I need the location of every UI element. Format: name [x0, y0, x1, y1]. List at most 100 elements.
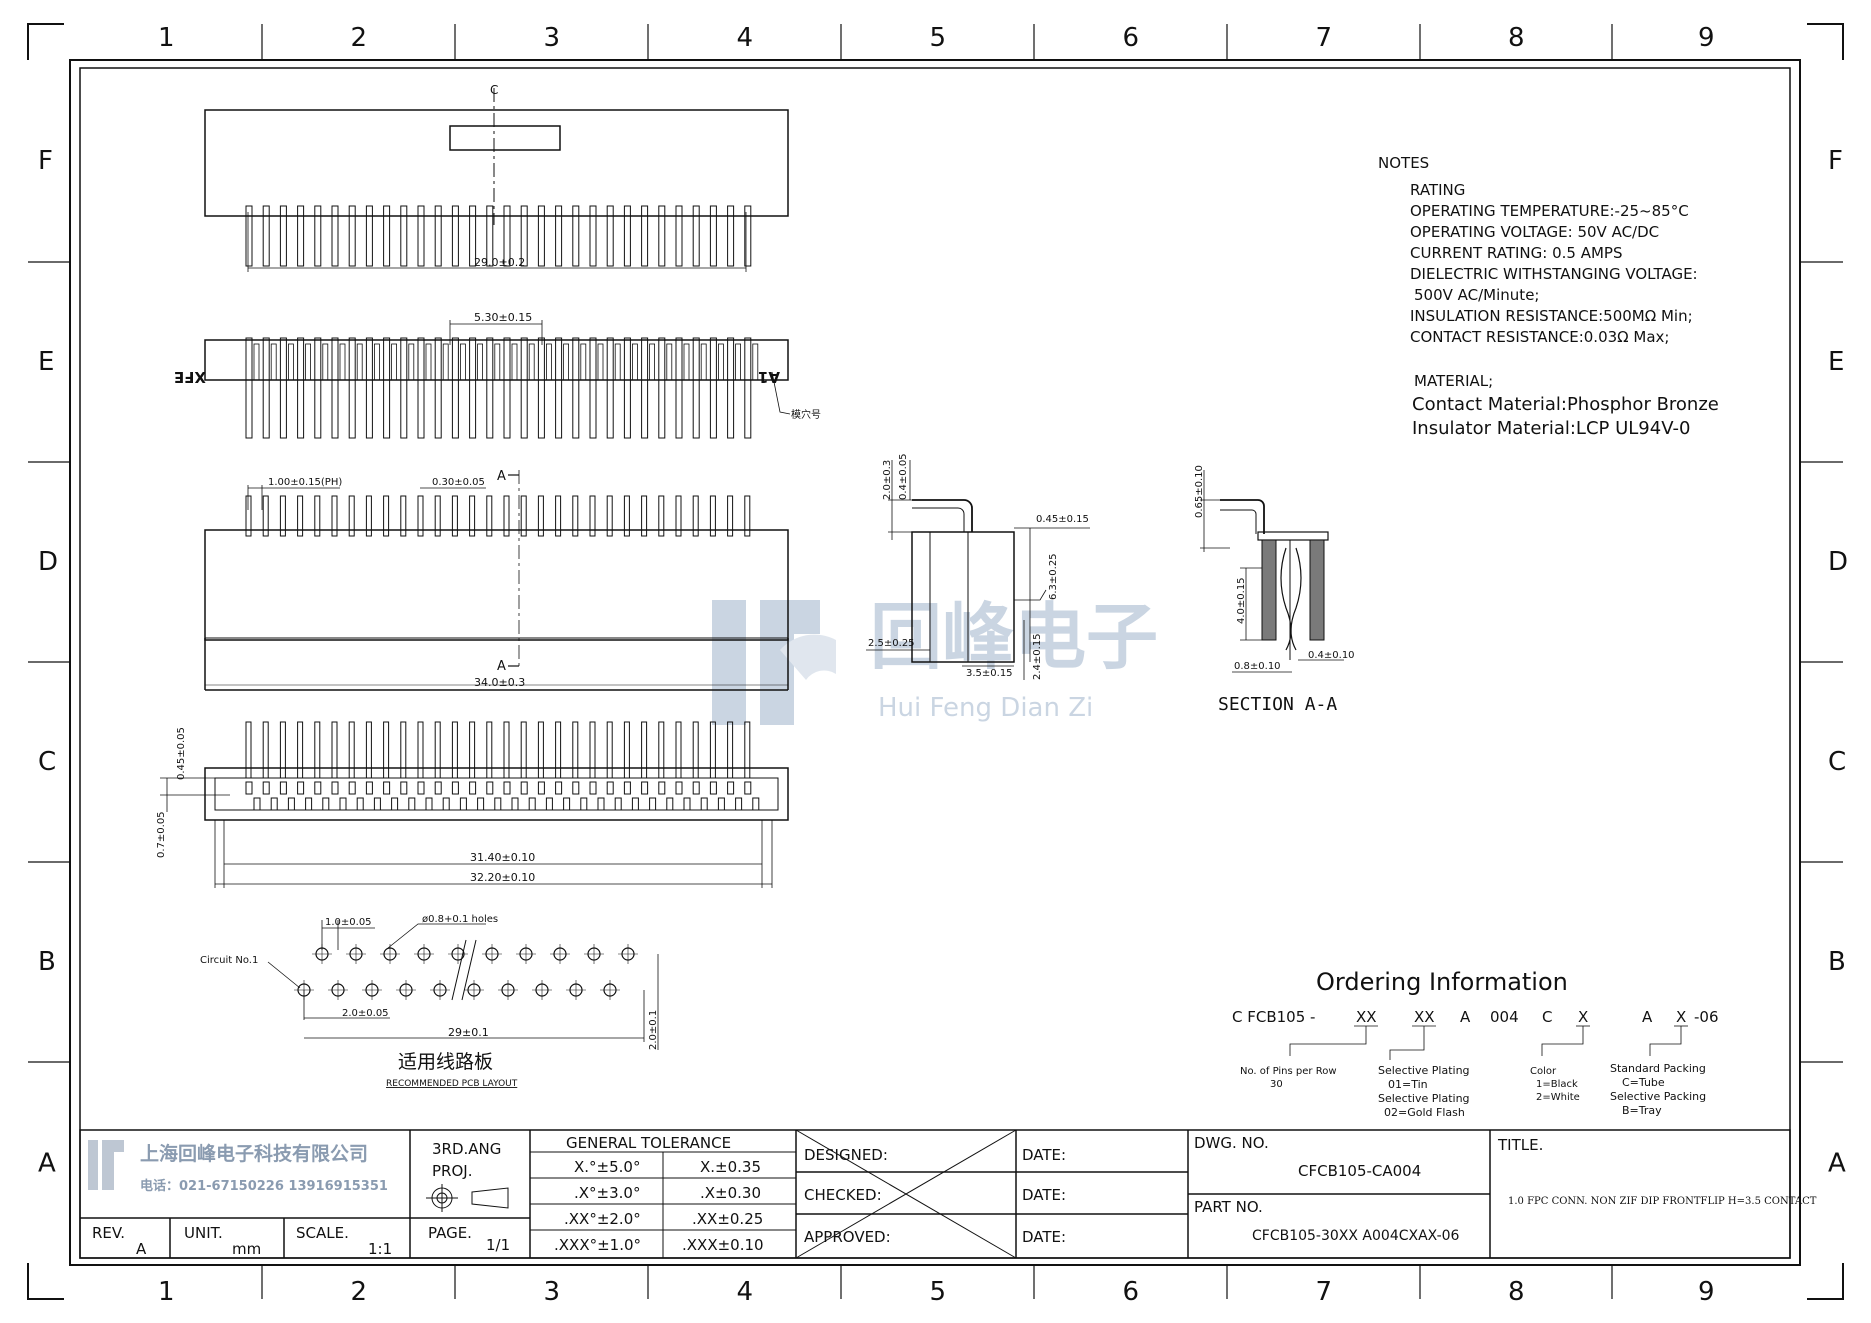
rating-line-1: OPERATING VOLTAGE: 50V AC/DC	[1410, 223, 1659, 241]
pin	[314, 721, 321, 779]
pin	[537, 205, 545, 267]
zone-row-right: E	[1828, 347, 1844, 377]
pin	[503, 205, 511, 267]
pin	[744, 205, 752, 267]
pin-slot	[356, 343, 363, 381]
pad	[356, 797, 364, 811]
pad	[709, 781, 717, 795]
section-title: SECTION A-A	[1218, 694, 1337, 715]
pin	[692, 205, 700, 267]
pin	[400, 721, 407, 779]
tol-a-0: X.°±5.0°	[574, 1158, 640, 1176]
tol-b-3: .XXX±0.10	[682, 1236, 764, 1254]
projection-symbol-icon	[426, 1184, 509, 1212]
code-part-5: C	[1542, 1008, 1552, 1026]
date-label-2: DATE:	[1022, 1228, 1066, 1246]
pin	[434, 205, 442, 267]
pin	[675, 337, 683, 439]
side-pin-dim: 0.30±0.05	[432, 477, 485, 488]
page-value: 1/1	[486, 1236, 510, 1254]
tol-a-3: .XXX°±1.0°	[554, 1236, 641, 1254]
pin	[727, 205, 735, 267]
pin	[744, 495, 751, 537]
notes-heading: NOTES	[1378, 154, 1429, 172]
zone-col-bottom: 6	[1123, 1277, 1140, 1307]
pin	[469, 495, 476, 537]
pin-slot	[683, 343, 690, 381]
pin	[486, 337, 494, 439]
pin-slot	[563, 343, 569, 381]
pin	[279, 721, 286, 779]
zone-col-top: 1	[158, 23, 175, 53]
profile-d6: 3.5±0.15	[966, 668, 1013, 679]
pin	[297, 205, 305, 267]
pin	[245, 495, 252, 537]
zone-col-top: 2	[351, 23, 368, 53]
pin	[658, 495, 665, 537]
pad	[425, 797, 433, 811]
code-part-8: X	[1676, 1008, 1686, 1026]
pad	[537, 781, 545, 795]
legend-color-1: 1=Black	[1536, 1079, 1578, 1090]
pad	[555, 781, 563, 795]
pin-slot	[339, 343, 346, 381]
pad	[262, 781, 270, 795]
pin	[486, 205, 494, 267]
profile-d4: 6.3±0.25	[1048, 553, 1059, 600]
pin	[297, 495, 304, 537]
pin	[348, 205, 356, 267]
legend-plating-0: Selective Plating	[1378, 1064, 1470, 1077]
pin	[744, 721, 751, 779]
pin-slot	[442, 343, 449, 381]
pad	[700, 797, 708, 811]
date-label-1: DATE:	[1022, 1186, 1066, 1204]
zone-row-right: F	[1828, 146, 1843, 176]
pad	[563, 797, 571, 811]
pad	[365, 781, 373, 795]
front-left-label: XFE	[174, 368, 206, 386]
code-part-0: C FCB105 -	[1232, 1008, 1315, 1026]
legend-packing-2: Selective Packing	[1610, 1090, 1706, 1103]
pin	[469, 205, 477, 267]
pin	[434, 721, 441, 779]
legend-packing-1: C=Tube	[1622, 1076, 1665, 1089]
dwg-value: CFCB105-CA004	[1298, 1162, 1421, 1180]
pin-slot	[528, 343, 535, 381]
legend-color-2: 2=White	[1536, 1092, 1580, 1103]
pad	[279, 781, 287, 795]
pin	[314, 337, 322, 439]
pin-slot	[305, 343, 312, 381]
zone-row-left: E	[38, 347, 54, 377]
pcb-pitch-dim: 1.0±0.05	[325, 917, 372, 928]
pin	[451, 721, 458, 779]
pin	[486, 721, 493, 779]
pin	[572, 205, 580, 267]
zone-row-right: A	[1828, 1149, 1846, 1179]
zone-col-top: 5	[930, 23, 947, 53]
zone-row-left: F	[38, 146, 53, 176]
pad	[589, 781, 597, 795]
tol-b-1: .X±0.30	[700, 1184, 761, 1202]
pin	[658, 205, 666, 267]
pin	[314, 495, 321, 537]
zone-row-left: D	[38, 547, 58, 577]
legend-plating-2: Selective Plating	[1378, 1092, 1470, 1105]
pad	[675, 781, 683, 795]
pin	[709, 721, 716, 779]
code-part-3: A	[1460, 1008, 1471, 1026]
pin	[520, 495, 527, 537]
pin-slot	[597, 343, 604, 381]
pin-slot	[546, 343, 552, 381]
pin	[675, 495, 682, 537]
bottom-view: 31.40±0.10 32.20±0.10 0.45±0.05 0.7±0.05	[156, 721, 789, 888]
approved-label: APPROVED:	[804, 1228, 891, 1246]
zone-row-right: B	[1828, 947, 1846, 977]
part-label: PART NO.	[1194, 1198, 1263, 1216]
pin-slot	[649, 343, 655, 381]
pin	[641, 205, 649, 267]
title-block: 上海回峰电子科技有限公司 电话：021-67150226 13916915351…	[79, 1129, 1817, 1259]
zone-col-bottom: 3	[544, 1277, 561, 1307]
zone-col-bottom: 9	[1698, 1277, 1715, 1307]
pad	[270, 797, 278, 811]
section-mark-top: A	[497, 469, 506, 484]
